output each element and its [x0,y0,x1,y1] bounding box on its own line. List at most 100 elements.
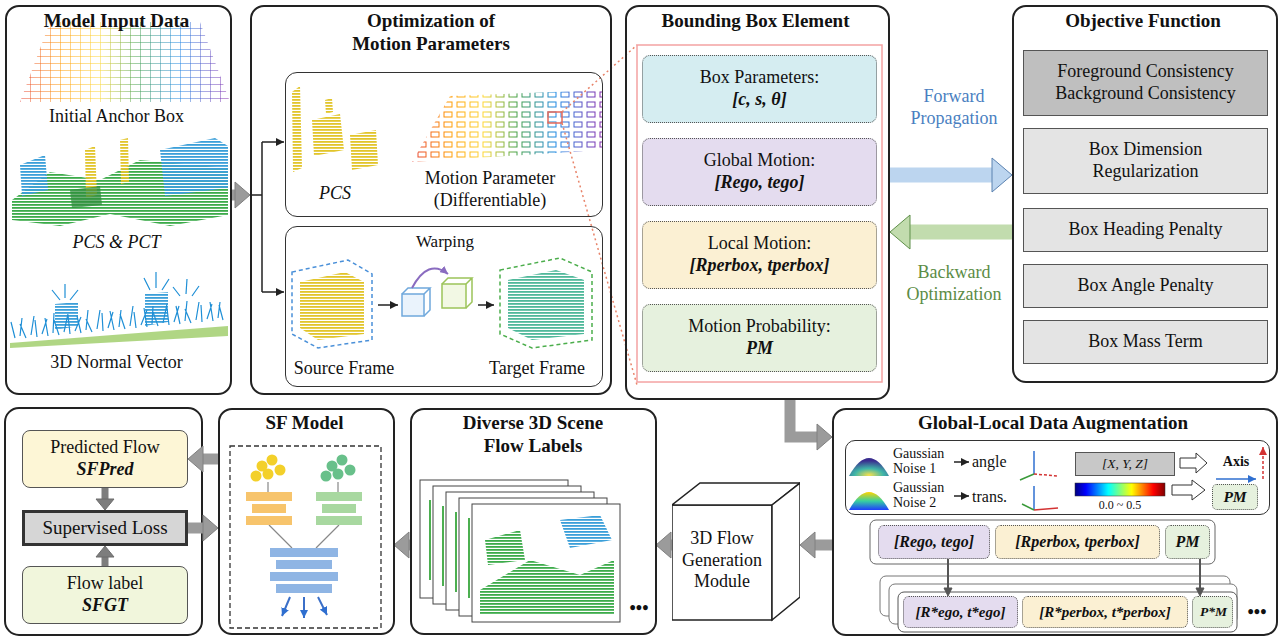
scene-sheet [472,504,620,622]
colorbar [1075,483,1165,496]
box-text: Global Motion: [650,150,869,172]
box-text: [R*perbox, t*perbox] [1030,603,1180,621]
axis-icon [1216,478,1256,480]
layer [322,504,356,513]
panel: PCSMotion Parameter (Differentiable)Warp… [250,5,612,395]
anchor-grid [18,20,232,104]
label-text: trans. [972,487,1017,506]
sub-panel: WarpingSource FrameTarget Frame [285,226,603,387]
label-text: Axis [1218,454,1254,471]
cube-face [772,483,800,620]
box-text: [Rego, tego] [650,172,869,194]
edge-label: Forward Propagation [898,86,1010,129]
box-text: SFGT [30,595,180,617]
flow-arrow [318,597,327,615]
point-cloud [70,186,102,208]
model-frame [230,446,381,628]
layer [252,504,286,513]
box-text: Box Mass Term [1033,331,1258,353]
split-bracket [262,291,284,293]
panel: Box Parameters:[c, s, θ] Global Motion:[R… [625,5,890,400]
probability-box: PM [1212,484,1258,510]
label-text: PCS & PCT [5,232,228,254]
parameter-box: Global Motion:[Rego, tego] [642,138,877,206]
sub-panel: [X, Y, Z]PMGaussian Noise 1angleGaussian… [845,440,1270,515]
split-bracket [252,142,262,292]
label-text: Gaussian Noise 1 [893,447,955,476]
label-text: Target Frame [478,358,596,380]
source-points [350,130,378,170]
arrow [954,461,969,463]
layer [276,584,332,593]
label-text: Initial Anchor Box [5,106,228,128]
source-points [292,86,302,172]
ellipsis: ••• [622,598,656,620]
layer [316,516,362,525]
warp-arrow [412,268,448,288]
arrow [378,304,398,306]
objective-term: Box Dimension Regularization [1023,128,1268,194]
parameter-box: PM [1165,525,1210,559]
source-box [292,260,372,348]
connector [102,488,109,499]
target-box [500,258,592,348]
label-text: PCS [290,183,380,205]
cube-icon [442,278,472,308]
connector [890,168,992,183]
sub-panel: PCSMotion Parameter (Differentiable) [285,72,603,217]
scene-points [480,560,614,615]
point [251,471,262,482]
connector [815,540,832,551]
scene-points [430,500,469,598]
axis-icon [1033,486,1035,510]
point [263,469,274,480]
point [267,455,278,466]
network-link [268,482,339,548]
flow-box: Flow labelSFGT [22,566,188,624]
label-text: Gaussian Noise 2 [893,481,955,510]
connector [102,557,109,566]
box-text: Box Parameters: [650,67,869,89]
label-text: 3D Flow Generation Module [674,528,770,593]
input-points [251,455,356,482]
panel-title: Diverse 3D Scene Flow Labels [443,412,623,458]
hollow-arrow [1172,480,1205,500]
element-frame [637,45,882,382]
panel: Foreground Consistency Background Consis… [1012,5,1278,383]
cube-icon [442,284,466,308]
panel: Diverse 3D Scene Flow Labels [410,408,657,635]
axis-icon [1034,508,1058,510]
parameter-box: Box Parameters:[c, s, θ] [642,55,877,123]
label-text: 3D Normal Vector [5,352,228,374]
parameter-box: Motion Probability:PM [642,304,877,372]
source-object [300,272,364,340]
box-text: [c, s, θ] [650,89,869,111]
panel-title: Bounding Box Element [625,10,886,33]
connector [910,225,1012,240]
split-bracket [262,141,284,143]
layer [246,492,292,501]
connector [188,523,203,534]
box-text: Supervised Loss [30,517,180,540]
box-text: PM [1220,488,1250,507]
axis-box: [X, Y, Z] [1075,452,1175,476]
arrow [478,304,494,306]
axis-icon [1034,474,1058,476]
parameter-box: Local Motion:[Rperbox, tperbox] [642,221,877,289]
flow-arrow [303,597,305,618]
panel-title: Global-Local Data Augmentation [832,412,1274,435]
parameter-box: P*M [1192,596,1233,628]
scene-points [560,515,612,548]
edge-label: Backward Optimization [895,262,1013,305]
box-text: Predicted Flow [30,437,180,459]
box-text: Flow label [30,573,180,595]
label-text: Source Frame [288,358,400,380]
box-text: P*M [1200,604,1225,620]
label-text: 0.0 ~ 0.5 [1072,498,1168,512]
box-text: Motion Probability: [650,316,869,338]
flow-box: Predicted FlowSFPred [22,430,188,488]
connector [947,559,949,588]
scene-points [485,530,525,565]
panel-title: Objective Function [1012,10,1274,33]
